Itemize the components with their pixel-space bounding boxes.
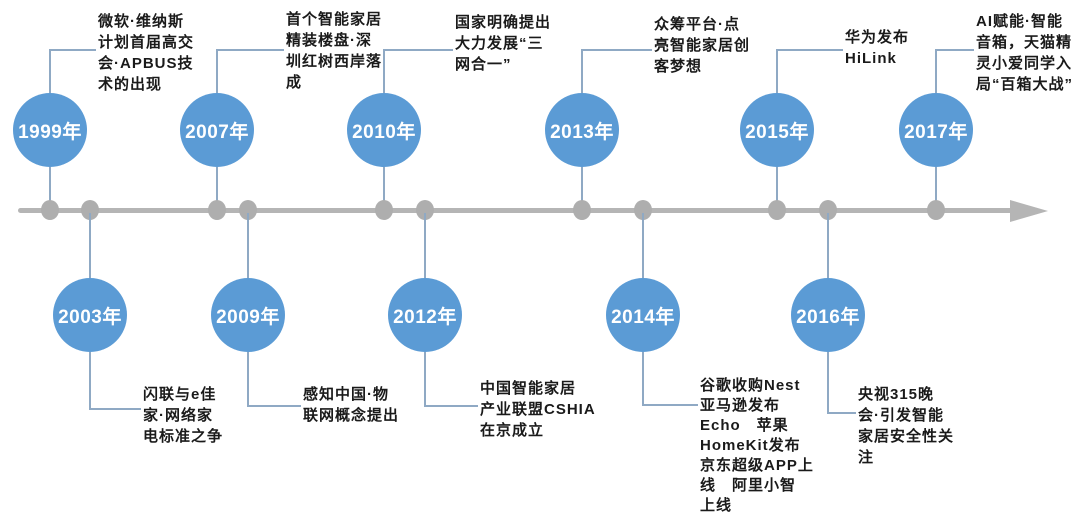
- axis-connector: [642, 213, 644, 278]
- axis-dot: [634, 200, 652, 220]
- timeline-axis: [18, 208, 1014, 213]
- year-circle: 1999年: [13, 93, 87, 167]
- axis-dot: [416, 200, 434, 220]
- note-connector: [216, 49, 218, 93]
- note-connector: [777, 49, 843, 51]
- note-connector: [50, 49, 96, 51]
- axis-connector: [247, 213, 249, 278]
- axis-connector: [776, 167, 778, 201]
- note-connector: [828, 412, 856, 414]
- year-circle: 2009年: [211, 278, 285, 352]
- axis-dot: [768, 200, 786, 220]
- year-circle: 2012年: [388, 278, 462, 352]
- axis-dot: [208, 200, 226, 220]
- year-circle: 2014年: [606, 278, 680, 352]
- year-label: 2014年: [611, 306, 675, 328]
- year-circle: 2017年: [899, 93, 973, 167]
- event-note: 首个智能家居 精装楼盘·深 圳红树西岸落 成: [286, 11, 383, 91]
- axis-connector: [49, 167, 51, 201]
- year-circle: 2016年: [791, 278, 865, 352]
- axis-connector: [216, 167, 218, 201]
- event-note: 谷歌收购Nest 亚马逊发布 Echo 苹果 HomeKit发布 京东超级APP…: [700, 377, 814, 513]
- note-connector: [643, 404, 698, 406]
- year-label: 2007年: [185, 121, 249, 143]
- year-label: 2003年: [58, 306, 122, 328]
- event-note: 中国智能家居 产业联盟CSHIA 在京成立: [480, 380, 596, 439]
- year-label: 2016年: [796, 306, 860, 328]
- event-note: 央视315晚 会·引发智能 家居安全性关 注: [858, 386, 955, 466]
- note-connector: [49, 49, 51, 93]
- axis-connector: [935, 167, 937, 201]
- event-note: 国家明确提出 大力发展“三 网合一”: [455, 14, 552, 73]
- event-note: 感知中国·物 联网概念提出: [303, 386, 400, 424]
- note-connector: [582, 49, 652, 51]
- note-connector: [424, 352, 426, 407]
- year-circle: 2003年: [53, 278, 127, 352]
- note-connector: [217, 49, 284, 51]
- year-circle: 2010年: [347, 93, 421, 167]
- note-connector: [936, 49, 974, 51]
- note-connector: [247, 352, 249, 407]
- year-label: 2010年: [352, 121, 416, 143]
- timeline-arrowhead-icon: [1010, 200, 1048, 222]
- year-label: 2017年: [904, 121, 968, 143]
- axis-connector: [827, 213, 829, 278]
- year-circle: 2013年: [545, 93, 619, 167]
- note-connector: [827, 352, 829, 414]
- note-connector: [642, 352, 644, 406]
- note-connector: [89, 352, 91, 410]
- axis-connector: [89, 213, 91, 278]
- axis-dot: [573, 200, 591, 220]
- event-note: 微软·维纳斯 计划首届高交 会·APBUS技 术的出现: [98, 13, 195, 93]
- axis-dot: [41, 200, 59, 220]
- year-label: 2012年: [393, 306, 457, 328]
- axis-connector: [424, 213, 426, 278]
- note-connector: [581, 49, 583, 93]
- note-connector: [383, 49, 385, 93]
- year-label: 2013年: [550, 121, 614, 143]
- note-connector: [90, 408, 141, 410]
- axis-dot: [927, 200, 945, 220]
- note-connector: [935, 49, 937, 93]
- axis-connector: [383, 167, 385, 201]
- year-circle: 2015年: [740, 93, 814, 167]
- event-note: 华为发布 HiLink: [845, 29, 910, 67]
- event-note: 闪联与e佳 家·网络家 电标准之争: [143, 386, 224, 445]
- year-circle: 2007年: [180, 93, 254, 167]
- year-label: 2009年: [216, 306, 280, 328]
- axis-connector: [581, 167, 583, 201]
- axis-dot: [239, 200, 257, 220]
- axis-dot: [81, 200, 99, 220]
- note-connector: [384, 49, 453, 51]
- event-note: 众筹平台·点 亮智能家居创 客梦想: [654, 16, 751, 75]
- note-connector: [248, 405, 301, 407]
- axis-dot: [375, 200, 393, 220]
- year-label: 2015年: [745, 121, 809, 143]
- note-connector: [425, 405, 478, 407]
- year-label: 1999年: [18, 121, 82, 143]
- note-connector: [776, 49, 778, 93]
- event-note: AI赋能·智能 音箱，天猫精 灵小爱同学入 局“百箱大战”: [976, 13, 1074, 93]
- axis-dot: [819, 200, 837, 220]
